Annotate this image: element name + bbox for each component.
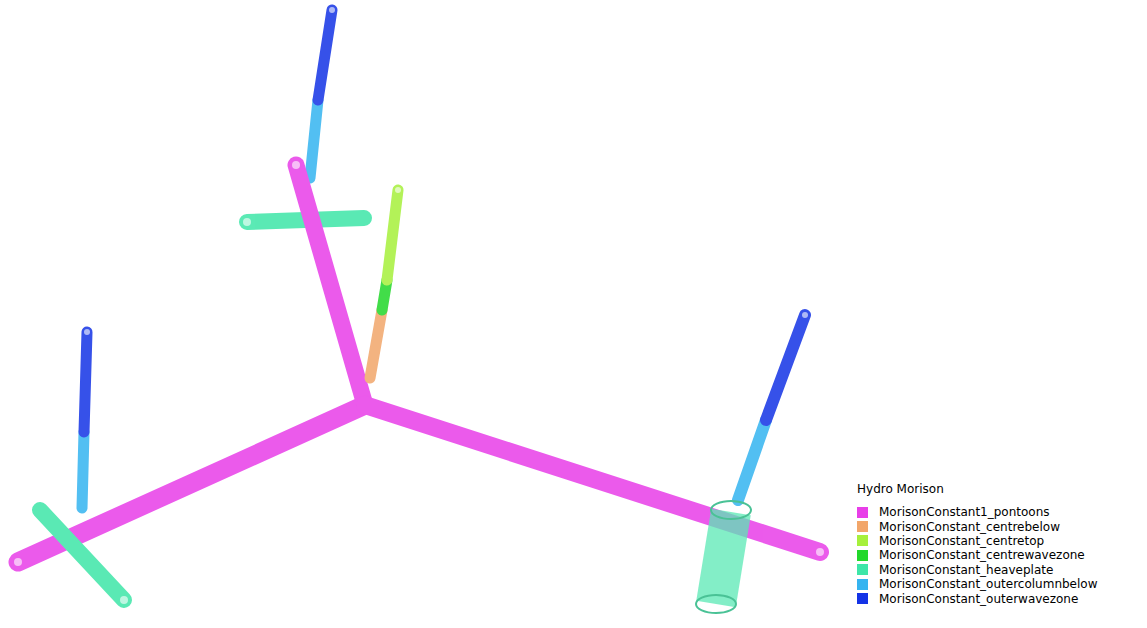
centre-below bbox=[370, 310, 382, 378]
heave-plate-rim bbox=[696, 595, 736, 613]
legend-text: MorisonConstant_heaveplate bbox=[879, 563, 1053, 577]
legend-row: MorisonConstant_centretop bbox=[857, 534, 1097, 548]
pontoon bbox=[296, 165, 365, 405]
legend-text: MorisonConstant_outerwavezone bbox=[879, 592, 1078, 606]
legend-row: MorisonConstant_centrebelow bbox=[857, 519, 1097, 533]
legend-swatch bbox=[857, 564, 868, 575]
legend-row: MorisonConstant_outercolumnbelow bbox=[857, 577, 1097, 591]
pontoon bbox=[365, 405, 820, 552]
legend-swatch bbox=[857, 535, 868, 546]
legend-swatch bbox=[857, 507, 868, 518]
heave-plate bbox=[716, 512, 731, 604]
legend: Hydro MorisonMorisonConstant1_pontoonsMo… bbox=[857, 482, 1097, 606]
legend-text: MorisonConstant_centretop bbox=[879, 534, 1044, 548]
outer-column-below bbox=[738, 420, 766, 500]
legend-text: MorisonConstant_centrebelow bbox=[879, 520, 1060, 534]
heave-plate bbox=[40, 510, 124, 600]
heave-plate-rim bbox=[711, 501, 751, 519]
legend-text: MorisonConstant1_pontoons bbox=[879, 505, 1050, 519]
legend-row: MorisonConstant1_pontoons bbox=[857, 505, 1097, 519]
outer-wave-zone bbox=[84, 332, 87, 432]
outer-column-below bbox=[82, 432, 84, 508]
outer-wave-zone bbox=[318, 10, 332, 100]
legend-row: MorisonConstant_heaveplate bbox=[857, 563, 1097, 577]
legend-swatch bbox=[857, 521, 868, 532]
outer-column-below bbox=[310, 100, 318, 178]
legend-title: Hydro Morison bbox=[857, 482, 1097, 496]
legend-text: MorisonConstant_centrewavezone bbox=[879, 548, 1085, 562]
centre-top bbox=[387, 190, 398, 280]
legend-text: MorisonConstant_outercolumnbelow bbox=[879, 577, 1097, 591]
legend-swatch bbox=[857, 593, 868, 604]
legend-row: MorisonConstant_outerwavezone bbox=[857, 591, 1097, 605]
legend-row: MorisonConstant_centrewavezone bbox=[857, 548, 1097, 562]
legend-swatch bbox=[857, 579, 868, 590]
outer-wave-zone bbox=[766, 315, 805, 420]
legend-swatch bbox=[857, 550, 868, 561]
